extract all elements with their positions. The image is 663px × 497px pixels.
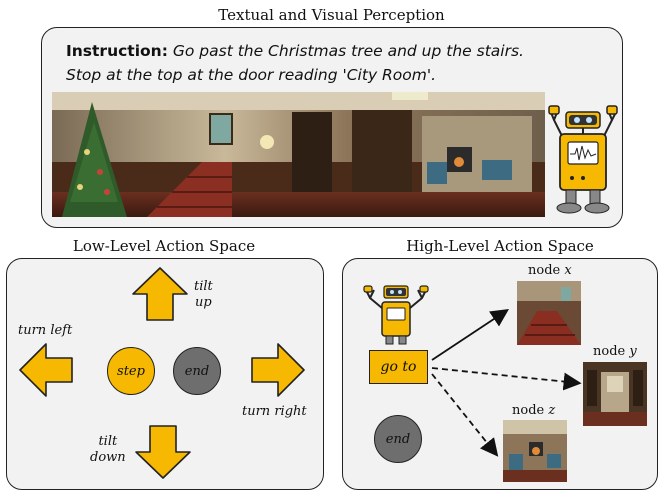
node-y-var: y <box>629 344 637 359</box>
end-button-high-level[interactable]: end <box>374 415 422 463</box>
instruction-line-1-text: Go past the Christmas tree and up the st… <box>172 42 524 60</box>
end-label-high-level: end <box>385 431 411 447</box>
go-to-button[interactable]: go to <box>369 350 428 384</box>
instruction-line-2-text: Stop at the top at the door reading 'Cit… <box>66 66 437 84</box>
go-to-label: go to <box>380 359 417 375</box>
node-y-thumbnail[interactable] <box>583 362 647 426</box>
low-level-title: Low-Level Action Space <box>72 237 256 255</box>
high-level-title: High-Level Action Space <box>406 237 594 255</box>
step-button[interactable]: step <box>107 347 155 395</box>
turn-left-arrow[interactable] <box>18 342 74 398</box>
turn-right-arrow[interactable] <box>250 342 306 398</box>
node-z-var: z <box>548 403 556 418</box>
turn-right-label: turn right <box>242 404 307 419</box>
panorama-image <box>52 92 545 217</box>
node-x-prefix: node <box>528 263 565 278</box>
end-button-low-level[interactable]: end <box>173 347 221 395</box>
robot-illustration-small <box>363 285 429 345</box>
instruction-text: Instruction: Go past the Christmas tree … <box>66 39 606 87</box>
node-y-prefix: node <box>593 344 630 359</box>
tilt-down-arrow[interactable] <box>134 424 192 480</box>
top-section-title: Textual and Visual Perception <box>218 6 445 24</box>
arrow-to-node-x <box>431 309 510 361</box>
arrow-to-node-z <box>431 373 499 457</box>
instruction-label: Instruction: <box>66 42 168 60</box>
tilt-down-label-line1: tilt <box>98 434 118 449</box>
node-x-label: node x <box>528 263 572 278</box>
end-label-low-level: end <box>184 363 210 379</box>
tilt-down-label-line2: down <box>90 450 126 465</box>
node-y-label: node y <box>593 344 637 359</box>
step-label: step <box>117 363 145 379</box>
tilt-up-arrow[interactable] <box>131 266 189 322</box>
tilt-down-label: tilt down <box>90 434 126 466</box>
tilt-up-label: tilt up <box>194 279 213 311</box>
node-z-prefix: node <box>512 403 549 418</box>
arrow-to-node-y <box>431 367 582 391</box>
node-z-label: node z <box>512 403 555 418</box>
node-z-thumbnail[interactable] <box>503 420 567 482</box>
robot-illustration-large <box>548 105 618 214</box>
instruction-line-2: Stop at the top at the door reading 'Cit… <box>66 63 606 87</box>
node-x-var: x <box>564 263 572 278</box>
turn-left-label: turn left <box>18 323 73 338</box>
tilt-up-label-line1: tilt <box>194 279 213 294</box>
tilt-up-label-line2: up <box>195 295 212 310</box>
instruction-line-1: Instruction: Go past the Christmas tree … <box>66 39 606 63</box>
node-x-thumbnail[interactable] <box>517 281 581 345</box>
